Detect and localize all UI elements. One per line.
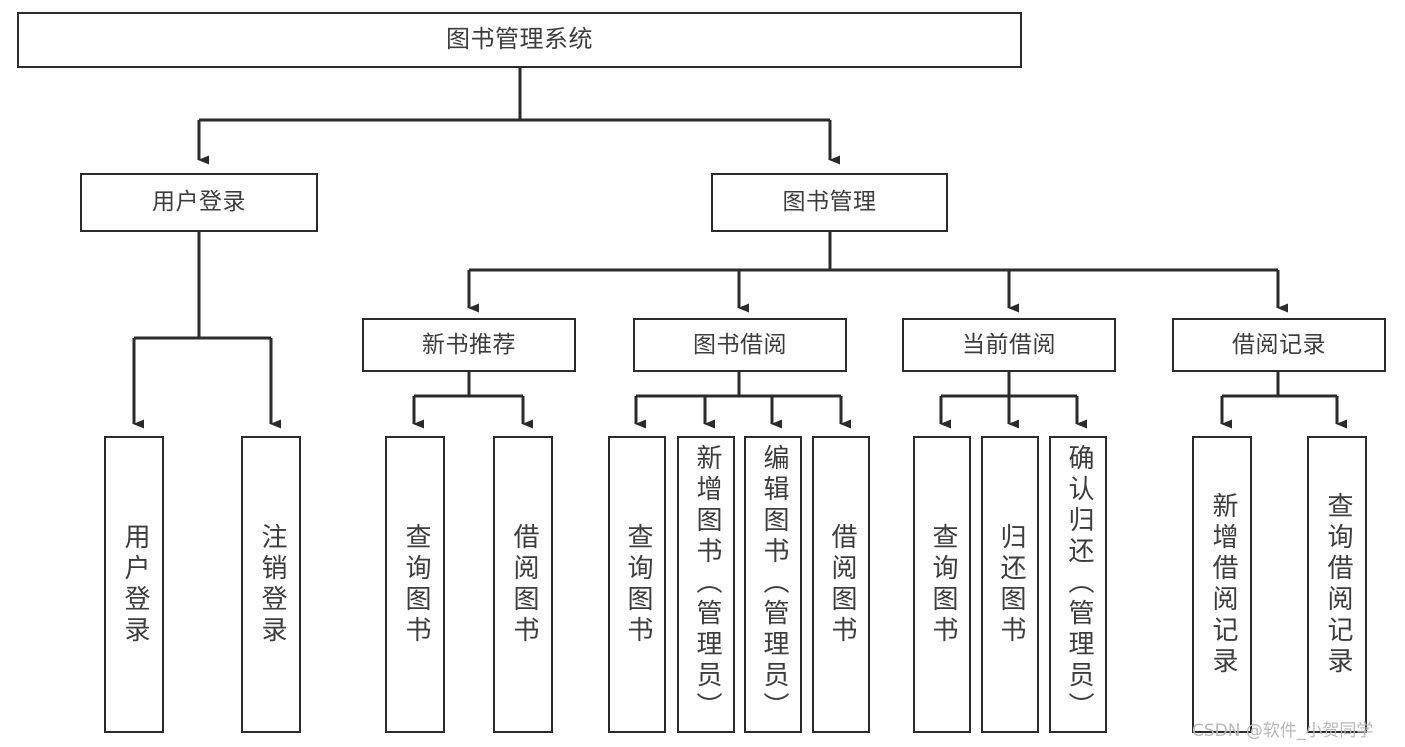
node-label: 用户登录 [152, 189, 246, 216]
node-label: 编辑图书（管理员） [758, 444, 789, 723]
node-label: 归还图书 [995, 522, 1026, 647]
node-leaf-add-book-admin[interactable]: 新增图书（管理员） [677, 436, 735, 733]
node-label: 注销登录 [256, 522, 287, 647]
node-leaf-borrow-book-recommend[interactable]: 借阅图书 [493, 436, 553, 733]
node-label: 借阅图书 [826, 522, 857, 647]
node-label: 查询借阅记录 [1322, 491, 1353, 678]
node-leaf-borrow-book[interactable]: 借阅图书 [812, 436, 870, 733]
node-label: 确认归还（管理员） [1063, 444, 1094, 723]
node-label: 新书推荐 [422, 331, 516, 358]
node-label: 当前借阅 [962, 331, 1056, 358]
node-leaf-confirm-return-admin[interactable]: 确认归还（管理员） [1049, 436, 1107, 733]
node-book-borrowing[interactable]: 图书借阅 [633, 318, 847, 372]
node-user-login[interactable]: 用户登录 [80, 173, 318, 232]
node-current-borrowing[interactable]: 当前借阅 [902, 318, 1116, 372]
node-leaf-query-book-current[interactable]: 查询图书 [913, 436, 971, 733]
node-leaf-user-login[interactable]: 用户登录 [104, 436, 164, 733]
node-label: 借阅图书 [508, 522, 539, 647]
node-label: 借阅记录 [1232, 331, 1326, 358]
node-borrowing-record[interactable]: 借阅记录 [1172, 318, 1386, 372]
node-label: 新增图书（管理员） [691, 444, 722, 723]
node-label: 查询图书 [927, 522, 958, 647]
node-label: 图书管理 [782, 189, 877, 216]
node-book-management[interactable]: 图书管理 [711, 173, 948, 232]
node-leaf-return-book[interactable]: 归还图书 [981, 436, 1039, 733]
node-leaf-query-book-borrow[interactable]: 查询图书 [608, 436, 666, 733]
node-new-book-recommendation[interactable]: 新书推荐 [362, 318, 576, 372]
node-label: 查询图书 [400, 522, 431, 647]
node-leaf-edit-book-admin[interactable]: 编辑图书（管理员） [744, 436, 802, 733]
node-leaf-add-borrow-record[interactable]: 新增借阅记录 [1192, 436, 1252, 733]
node-label: 新增借阅记录 [1207, 491, 1238, 678]
node-label: 图书借阅 [693, 331, 787, 358]
node-leaf-query-book-recommend[interactable]: 查询图书 [385, 436, 445, 733]
node-leaf-query-borrow-record[interactable]: 查询借阅记录 [1307, 436, 1367, 733]
node-label: 查询图书 [622, 522, 653, 647]
node-label: 用户登录 [119, 522, 150, 647]
node-leaf-logout[interactable]: 注销登录 [241, 436, 301, 733]
node-root-book-management-system[interactable]: 图书管理系统 [17, 12, 1022, 68]
node-label: 图书管理系统 [446, 25, 593, 54]
